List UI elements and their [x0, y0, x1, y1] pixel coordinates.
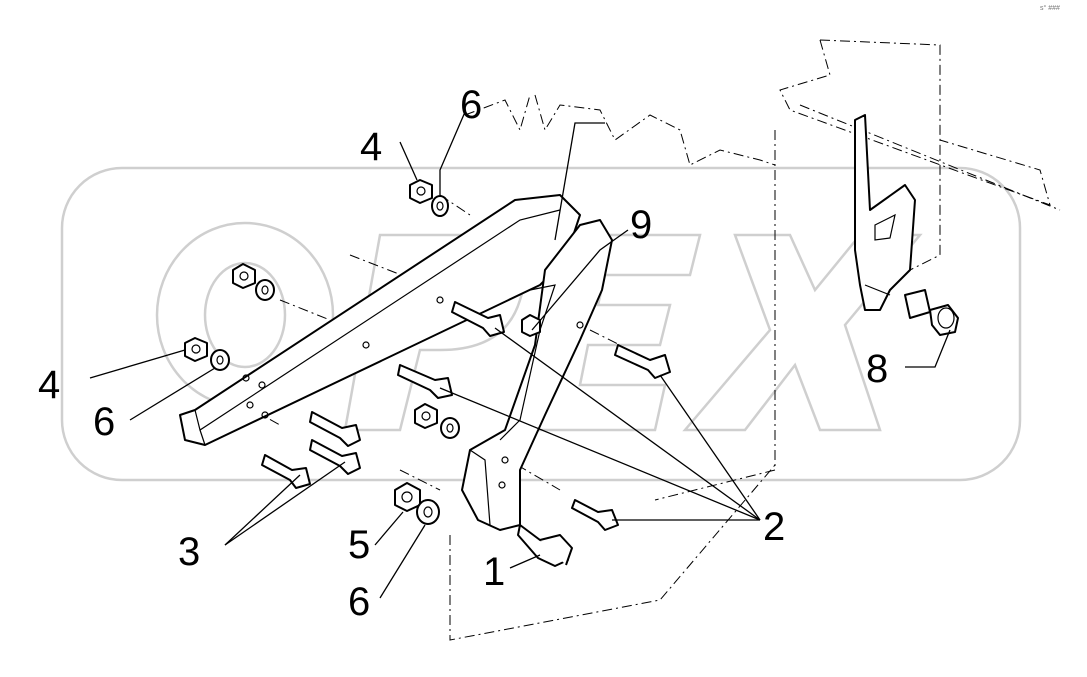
- bolt-part-2-top: [451, 301, 505, 337]
- washer-part-6-top: [431, 195, 449, 217]
- callout-2: 2: [763, 505, 785, 549]
- bolt-part-2-lower: [571, 499, 619, 531]
- callout-6-left: 6: [93, 400, 115, 444]
- callout-6-bottom: 6: [348, 580, 370, 624]
- nut-upper-left: [232, 263, 256, 289]
- nut-part-4-top: [409, 179, 433, 204]
- callout-labels: 6 4 9 4 6 8 2 5 3 1 6: [38, 83, 888, 624]
- callout-5: 5: [348, 523, 370, 567]
- callout-4-top: 4: [360, 125, 382, 169]
- corner-mark: s° ###: [1040, 4, 1060, 12]
- washer-part-6-left: [210, 349, 230, 371]
- bracket-frame-part-9: [179, 194, 613, 531]
- leader-lines: [89, 111, 951, 599]
- hitch-plate: [854, 114, 916, 311]
- bolt-part-2-upper: [614, 344, 671, 379]
- bolt-part-3-middle: [309, 439, 361, 475]
- nut-bracket-inner: [521, 314, 541, 337]
- nut-middle: [414, 403, 438, 429]
- callout-4-left: 4: [38, 363, 60, 407]
- nut-part-5: [394, 482, 421, 512]
- bolt-part-1: [517, 524, 573, 567]
- bolt-part-2-middle: [397, 364, 453, 399]
- callout-8: 8: [866, 347, 888, 391]
- washer-part-6-bottom: [416, 499, 440, 525]
- callout-6-top: 6: [460, 83, 482, 127]
- washer-middle: [440, 417, 460, 439]
- washer-upper-left: [255, 279, 275, 301]
- nut-part-4-left: [184, 337, 208, 362]
- callout-3: 3: [178, 530, 200, 574]
- callout-1: 1: [483, 550, 505, 594]
- bolt-part-3-upper: [309, 411, 361, 447]
- callout-9: 9: [630, 203, 652, 247]
- bolt-part-3-lower: [261, 454, 311, 489]
- bushing-part-8: [904, 289, 959, 336]
